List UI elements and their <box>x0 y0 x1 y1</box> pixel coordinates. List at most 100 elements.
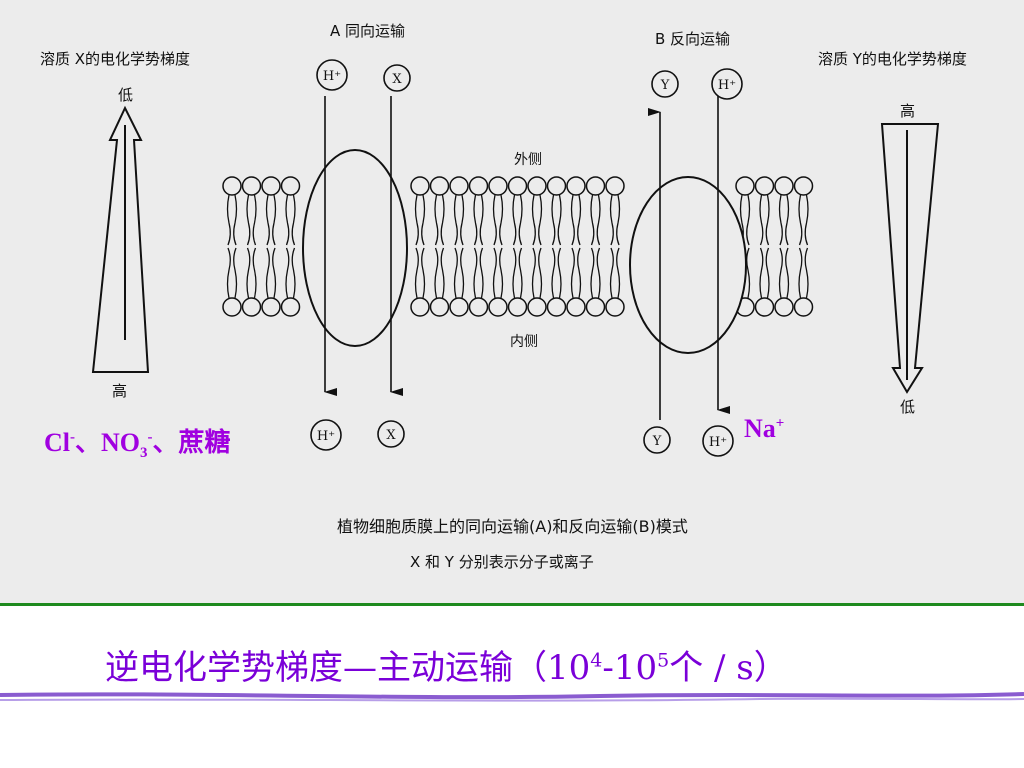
lipid-tail-inner <box>265 247 270 299</box>
h-ion-bottom-a-label: H⁺ <box>317 429 335 444</box>
lipid-tail-inner <box>246 247 251 299</box>
title-tail: 个 / s） <box>669 648 788 688</box>
title-underline-shadow <box>0 697 1024 702</box>
lipid-tail-inner <box>460 247 465 299</box>
lipid-tail-outer <box>233 194 238 246</box>
lipid-tail-outer <box>246 194 251 246</box>
lipid-tail-outer <box>460 194 465 246</box>
lipid-tail-outer <box>265 194 270 246</box>
h-ion-top-a-label: H⁺ <box>323 69 341 84</box>
x-ion-bottom-label: X <box>386 428 396 443</box>
sucrose-text: 、蔗糖 <box>152 428 231 457</box>
lipid-tail-outer <box>421 194 426 246</box>
solute-y-high-label: 高 <box>900 102 915 120</box>
lipid-tail-outer <box>473 194 478 246</box>
lipid-tail-inner <box>616 247 621 299</box>
h-ion-bottom-b <box>702 425 734 457</box>
solute-y-label: 溶质 Y的电化学势梯度 <box>818 50 967 68</box>
lipid-tail-inner <box>285 247 290 299</box>
lipid-head-inner <box>754 297 775 317</box>
lipid-tail-outer <box>272 194 277 246</box>
lipid-tail-outer <box>440 194 445 246</box>
lipid-tail-inner <box>577 247 582 299</box>
slide-title: 逆电化学势梯度—主动运输（104-105个 / s） <box>105 640 985 689</box>
solute-x-gradient-arrow <box>91 105 150 373</box>
lipid-head-inner <box>449 297 469 317</box>
lipid-tail-outer <box>804 194 809 246</box>
lipid-tail-inner <box>421 247 426 299</box>
title-underline <box>0 692 1024 700</box>
lipid-tail-outer <box>609 194 614 246</box>
solute-x-label: 溶质 X的电化学势梯度 <box>40 50 190 68</box>
lipid-head-inner <box>774 297 794 317</box>
no-text: 、NO <box>75 428 141 457</box>
lipid-tail-outer <box>518 194 523 246</box>
lipid-head-outer <box>410 176 430 196</box>
lipid-tail-outer <box>453 194 458 246</box>
lipid-head-inner <box>468 297 489 317</box>
lipid-tail-outer <box>538 194 543 246</box>
lipid-tail-outer <box>616 194 621 246</box>
lipid-tail-inner <box>609 247 614 299</box>
lipid-tail-inner <box>479 247 484 299</box>
lipid-tail-outer <box>577 194 582 246</box>
no-subscript: 3 <box>140 445 148 462</box>
lipid-tail-inner <box>765 247 770 299</box>
lipid-tail-inner <box>499 247 504 299</box>
lipid-tail-outer <box>778 194 783 246</box>
na-charge: + <box>775 415 785 432</box>
lipid-tail-inner <box>414 247 419 299</box>
lipid-tail-outer <box>499 194 504 246</box>
title-exponent-1: 4 <box>590 649 603 672</box>
symport-label: A 同向运输 <box>330 22 405 40</box>
lipid-tail-inner <box>570 247 575 299</box>
lipid-tail-outer <box>414 194 419 246</box>
lipid-head-outer <box>468 176 489 196</box>
no-charge: - <box>147 429 153 446</box>
solute-x-low-label: 低 <box>118 86 133 104</box>
lipid-head-outer <box>754 176 775 196</box>
lipid-tail-inner <box>473 247 478 299</box>
lipid-tail-outer <box>512 194 517 246</box>
lipid-head-inner <box>280 297 301 317</box>
lipid-head-outer <box>449 176 469 196</box>
lipid-head-inner <box>527 297 547 317</box>
h-ion-top-b <box>711 68 743 100</box>
lipid-tail-inner <box>798 247 803 299</box>
solute-x-high-label: 高 <box>112 382 127 400</box>
lipid-head-outer <box>222 176 242 196</box>
lipid-tail-inner <box>746 247 751 299</box>
y-ion-top <box>651 70 679 98</box>
right-solute-annotation: Na+ <box>744 414 784 444</box>
lipid-head-inner <box>488 297 508 317</box>
lipid-tail-outer <box>531 194 536 246</box>
lipid-head-inner <box>605 297 625 317</box>
lipid-head-inner <box>410 297 430 317</box>
lipid-tail-inner <box>590 247 595 299</box>
antiport-label: B 反向运输 <box>655 30 730 48</box>
lipid-head-inner <box>566 297 586 317</box>
lipid-head-outer <box>585 176 606 196</box>
lipid-tail-inner <box>226 247 231 299</box>
lipid-tail-outer <box>785 194 790 246</box>
lipid-tail-inner <box>551 247 556 299</box>
lipid-tail-outer <box>596 194 601 246</box>
lipid-tail-outer <box>252 194 257 246</box>
lipid-tail-outer <box>557 194 562 246</box>
title-exponent-2: 5 <box>657 649 670 672</box>
caption-line1: 植物细胞质膜上的同向运输(A)和反向运输(B)模式 <box>337 517 688 536</box>
x-ion-top <box>383 64 411 92</box>
lipid-head-outer <box>507 176 528 196</box>
lipid-tail-inner <box>596 247 601 299</box>
lipid-head-inner <box>429 297 450 317</box>
lipid-tail-outer <box>434 194 439 246</box>
lipid-tail-inner <box>291 247 296 299</box>
title-main: 逆电化学势梯度—主动运输（10 <box>105 648 591 688</box>
caption-line2: X 和 Y 分别表示分子或离子 <box>410 553 594 571</box>
lipid-head-inner <box>585 297 606 317</box>
lipid-head-inner <box>546 297 567 317</box>
lipid-tail-inner <box>492 247 497 299</box>
lipid-tail-outer <box>570 194 575 246</box>
lipid-tail-inner <box>252 247 257 299</box>
lipid-head-outer <box>566 176 586 196</box>
